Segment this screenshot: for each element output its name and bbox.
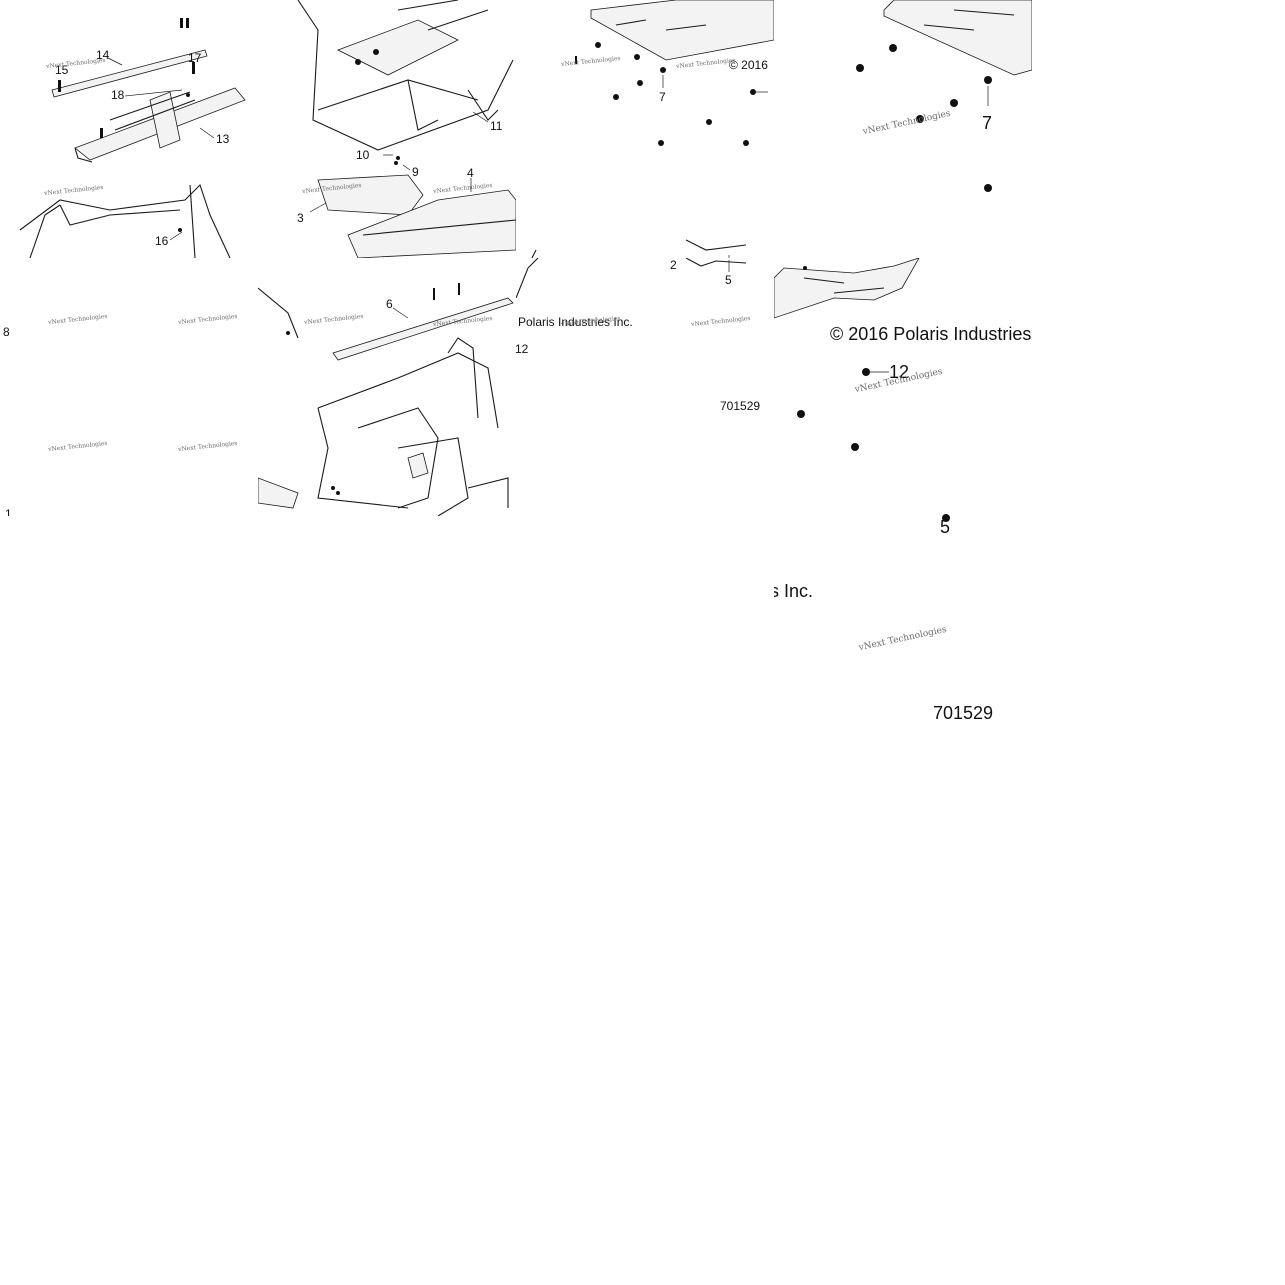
- watermark: vNext Technologies: [177, 439, 238, 454]
- copyright-large: © 2016 Polaris Industries: [830, 324, 1032, 344]
- callout-7: 7: [659, 90, 666, 104]
- diagram-tile-frame-assembly: 6 vNext Technologies vNext Technologies: [258, 258, 516, 516]
- callout-14: 14: [96, 48, 110, 62]
- callout-12: 12: [516, 342, 529, 356]
- callout-4: 4: [467, 166, 474, 180]
- chassis-floor-drawing: [297, 0, 516, 258]
- copyright-small: © 2016: [729, 58, 768, 72]
- callout-5: 5: [940, 517, 951, 537]
- diagram-tile-enlarged-corner: © 2016 Polaris Industries 12 5 s Inc. vN…: [774, 258, 1032, 628]
- watermark: vNext Technologies: [47, 439, 108, 454]
- copyright-tail: s Inc.: [774, 581, 814, 601]
- callout-16: 16: [155, 234, 169, 248]
- watermark: vNext Technologies: [177, 312, 238, 327]
- callout-18: 18: [111, 88, 125, 102]
- callout-1: 1: [5, 507, 12, 516]
- callout-12: 12: [889, 362, 910, 382]
- callout-5: 5: [725, 273, 732, 287]
- callout-11: 11: [490, 119, 503, 133]
- callout-10: 10: [356, 148, 370, 162]
- skid-plate-drawing: [531, 0, 774, 258]
- tile-g-drawing: [516, 258, 747, 299]
- diagram-tile-frame-rails: 14 15 17 18 13 16 vNext Technologies vNe…: [0, 0, 258, 258]
- watermark: vNext Technologies: [857, 624, 948, 654]
- part-number-large: 701529: [933, 703, 994, 723]
- part-number-small: 701529: [720, 399, 761, 413]
- callout-13: 13: [216, 132, 230, 146]
- diagram-tile-blank: 8 1 vNext Technologies vNext Technologie…: [0, 258, 258, 516]
- frame-assembly-drawing: [258, 283, 514, 516]
- enlarged-corner-drawing: [774, 258, 950, 522]
- diagram-tile-copyright: 2 5 Polaris Industries Inc. 12 701529 vN…: [516, 258, 774, 516]
- diagram-tile-skid-plate-right: 7 vNext Technologies: [774, 0, 1032, 258]
- callout-6: 6: [386, 297, 393, 311]
- diagram-tile-skid-plate-fasteners: © 2016 7 vNext Technologies vNext Techno…: [516, 0, 774, 258]
- callout-3: 3: [297, 211, 304, 225]
- frame-rails-drawing: [19, 18, 246, 258]
- diagram-tile-chassis-floor: 11 10 9 4 3 vNext Technologies vNext Tec…: [258, 0, 516, 258]
- callout-8: 8: [3, 325, 10, 339]
- skid-plate-right-drawing: [856, 0, 1032, 192]
- callout-15: 15: [55, 63, 69, 77]
- watermark: vNext Technologies: [47, 312, 108, 327]
- callout-9: 9: [412, 165, 419, 179]
- callout-17: 17: [188, 51, 202, 65]
- callout-7: 7: [982, 113, 993, 133]
- callout-2: 2: [670, 258, 677, 272]
- copyright-fragment: Polaris Industries Inc.: [518, 315, 633, 329]
